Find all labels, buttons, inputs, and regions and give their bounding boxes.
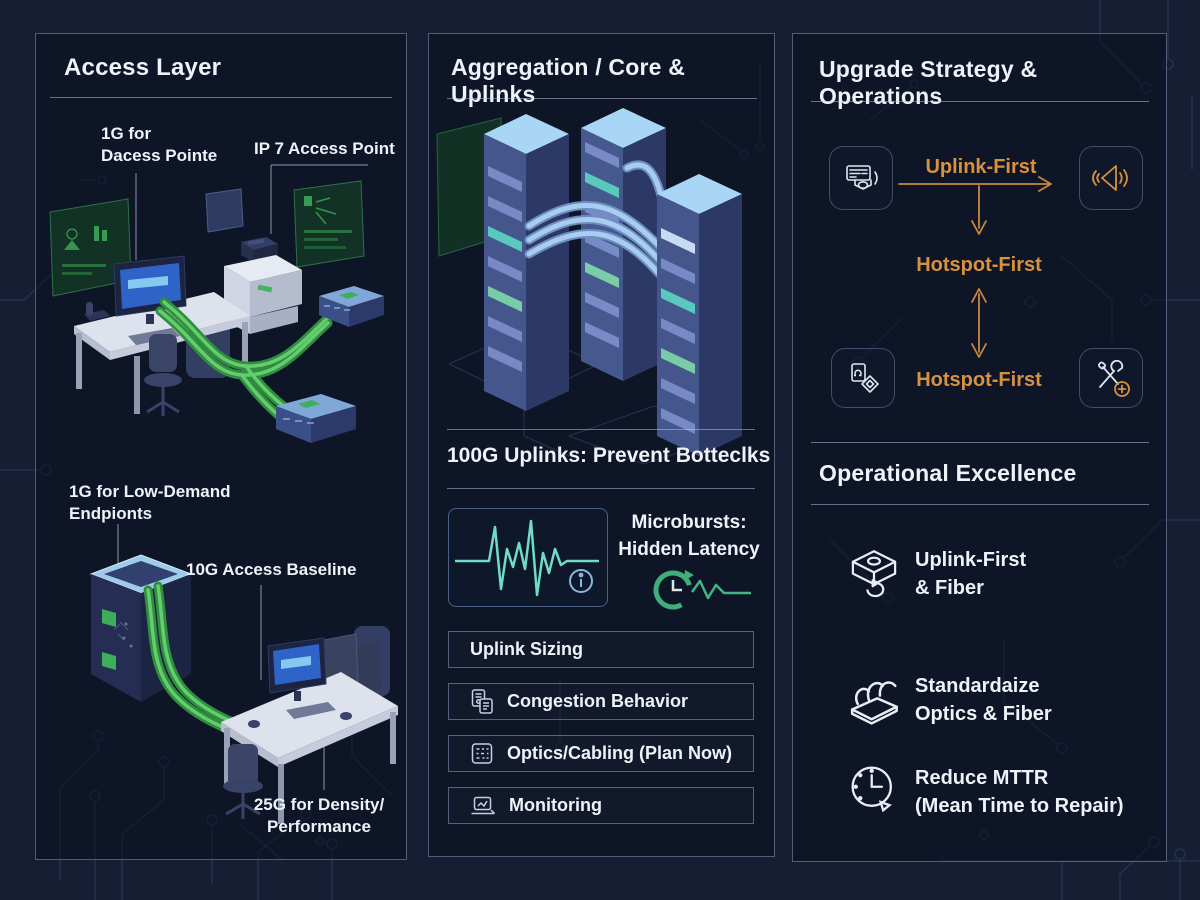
server-racks-illustration <box>436 108 742 465</box>
access-switch-1 <box>319 286 384 327</box>
upgrade-title: Upgrade Strategy & Operations <box>819 56 1038 109</box>
access-switch-2 <box>276 394 356 443</box>
info-icon <box>569 569 593 593</box>
ops-divider-upper <box>811 442 1149 443</box>
green-dashboard-screens <box>49 180 365 297</box>
endpoint-tower <box>89 554 193 702</box>
inventory-tile <box>831 348 895 408</box>
access-title: Access Layer <box>64 54 222 81</box>
fiber-cables-icon <box>850 681 898 725</box>
network-box-icon <box>851 550 897 598</box>
ops-item-uplink-fiber: Uplink-First & Fiber <box>915 549 1027 600</box>
access-layer-illustration <box>49 164 398 824</box>
core-item-label: Monitoring <box>509 795 602 815</box>
core-title: Aggregation / Core & Uplinks <box>451 54 686 107</box>
announce-tile <box>1079 146 1143 210</box>
core-item-label: Congestion Behavior <box>507 691 689 711</box>
flow-arrows <box>898 176 1052 358</box>
core-item-monitoring: Monitoring <box>448 787 754 824</box>
panel-aggregation-core: Aggregation / Core & Uplinks <box>428 33 775 857</box>
upgrade-title-rule <box>811 101 1149 102</box>
panel-access-layer: Access Layer <box>35 33 407 860</box>
label-10g-baseline: 10G Access Baseline <box>186 560 357 579</box>
label-access-points: 1G for Dacess Pointe <box>101 124 218 166</box>
core-divider-upper <box>447 429 755 430</box>
flow-uplink-first-label: Uplink-First <box>925 156 1037 178</box>
server-rack-1 <box>484 114 569 411</box>
core-item-uplink-sizing: Uplink Sizing <box>448 631 754 668</box>
pages-icon <box>471 688 493 714</box>
printer-with-phone <box>224 237 302 334</box>
label-ip7-access-point: IP 7 Access Point <box>254 139 395 158</box>
server-rack-2 <box>581 108 666 381</box>
tools-tile <box>1079 348 1143 408</box>
microburst-waveform-box <box>448 508 608 607</box>
clock-icon <box>851 766 892 813</box>
ops-item-mttr: Reduce MTTR (Mean Time to Repair) <box>915 767 1124 818</box>
core-item-label: Optics/Cabling (Plan Now) <box>507 743 733 763</box>
clock-wave-icon <box>653 570 751 610</box>
tools-icon <box>1098 359 1130 397</box>
microbursts-label: Microbursts: Hidden Latency <box>618 512 760 560</box>
access-title-rule <box>50 97 392 98</box>
uplink-cables <box>524 160 668 281</box>
desk-workstation-2 <box>221 626 398 824</box>
core-divider-lower <box>447 488 755 489</box>
core-item-congestion: Congestion Behavior <box>448 683 754 720</box>
speaker-icon <box>1092 165 1128 191</box>
flow-hotspot-first-label-1: Hotspot-First <box>916 254 1042 276</box>
laptop-icon <box>471 796 496 814</box>
panel-upgrade-strategy: Upgrade Strategy & Operations U <box>792 33 1167 862</box>
core-title-rule <box>447 98 757 99</box>
ops-divider-lower <box>811 504 1149 505</box>
flow-hotspot-first-label-2: Hotspot-First <box>916 369 1042 391</box>
label-low-demand: 1G for Low-Demand Endpionts <box>69 482 231 524</box>
label-25g-density: 25G for Density/ Performance <box>253 795 385 837</box>
card-diamond-icon <box>851 363 879 393</box>
core-item-label: Uplink Sizing <box>470 639 584 659</box>
chat-document-icon <box>846 165 878 190</box>
dip-grid-icon <box>471 742 493 764</box>
assessment-doc-tile <box>829 146 893 210</box>
ops-title: Operational Excellence <box>819 460 1077 486</box>
waveform-icon <box>455 519 599 597</box>
core-100g-heading: 100G Uplinks: Prevent Botteclks <box>447 444 771 467</box>
core-item-optics-cabling: Optics/Cabling (Plan Now) <box>448 735 754 772</box>
server-rack-3 <box>657 174 742 456</box>
ops-item-standardize: Standardaize Optics & Fiber <box>915 675 1052 726</box>
